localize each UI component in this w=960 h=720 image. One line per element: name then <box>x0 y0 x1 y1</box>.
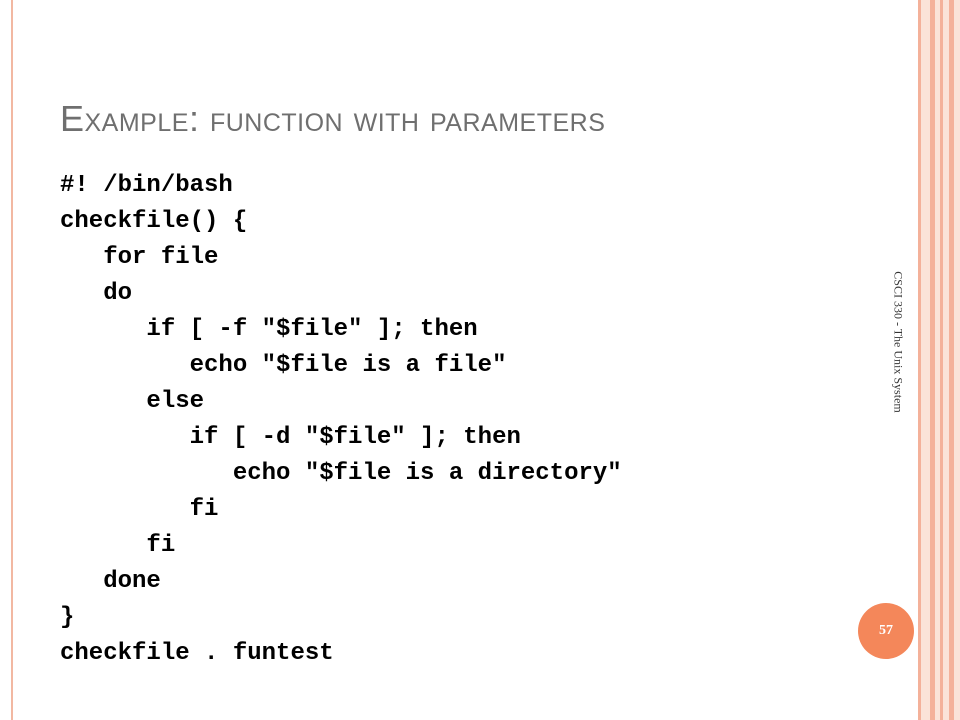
code-line: #! /bin/bash <box>60 172 233 199</box>
code-line: done <box>60 568 161 595</box>
vertical-footer-text: CSCI 330 - The Unix System <box>891 271 906 413</box>
code-line: for file <box>60 244 219 271</box>
code-line: checkfile() { <box>60 208 248 235</box>
code-line: echo "$file is a directory" <box>60 460 622 487</box>
code-line: else <box>60 388 205 415</box>
code-line: do <box>60 280 133 307</box>
page-number-badge: 57 <box>858 603 914 659</box>
code-line: if [ -d "$file" ]; then <box>60 424 521 451</box>
code-line: if [ -f "$file" ]; then <box>60 316 478 343</box>
code-block: #! /bin/bash checkfile() { for file do i… <box>60 168 622 672</box>
band-stripe <box>940 0 943 720</box>
left-border-line <box>11 0 13 720</box>
code-line: echo "$file is a file" <box>60 352 507 379</box>
code-line: fi <box>60 496 219 523</box>
band-stripe <box>930 0 935 720</box>
band-stripe <box>949 0 954 720</box>
code-line: checkfile . funtest <box>60 640 334 667</box>
slide-title: Example: function with parameters <box>60 98 606 139</box>
code-line: } <box>60 604 75 631</box>
band-stripe <box>918 0 921 720</box>
right-decorative-band <box>918 0 960 720</box>
page-number: 57 <box>879 623 893 638</box>
code-line: fi <box>60 532 176 559</box>
